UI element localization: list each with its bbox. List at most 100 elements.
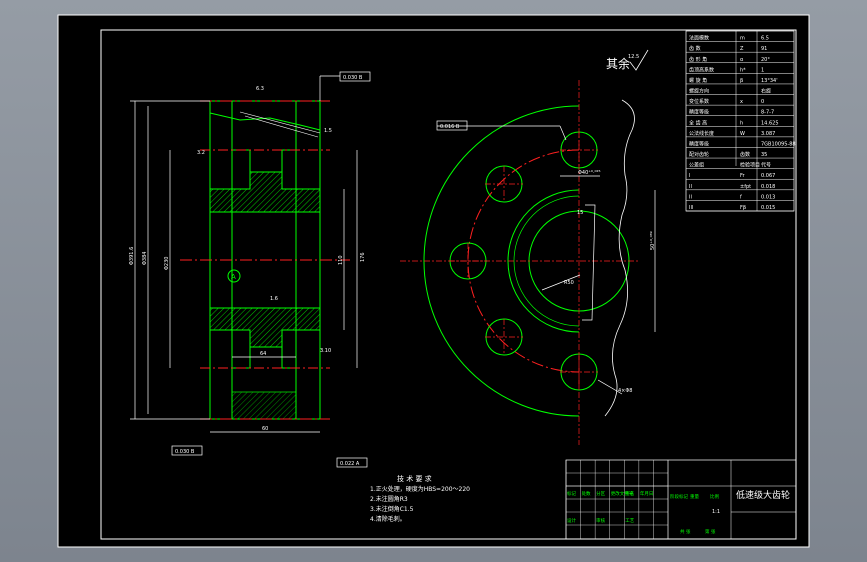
svg-text:0.030 B: 0.030 B: [343, 75, 363, 81]
keyway-dim: 15: [577, 210, 583, 216]
title-cell-6: 设计: [567, 517, 576, 524]
gear-param-3-col-0: 齿顶高系数: [689, 66, 714, 73]
mesh-0-col-2: 35: [761, 152, 767, 158]
title-cell-5: 年月日: [640, 490, 654, 497]
tolerance-3-col-2: 0.015: [761, 205, 775, 211]
dim-hub-len: 64: [260, 351, 266, 357]
tol-frame-pos: 0.016 B: [436, 120, 468, 131]
sheet-border: [57, 14, 810, 548]
surface-finish-value: 12.5: [628, 54, 639, 60]
tol-frame-bot: 0.030 B: [171, 445, 203, 456]
gear-param-6-col-2: 0: [761, 99, 764, 105]
title-cell-12: 共 张: [680, 528, 691, 535]
gear-param-10-col-0: 精度等级: [689, 140, 709, 147]
gear-param-10-col-2: 7GB10095-88: [761, 141, 796, 147]
gear-param-5-col-0: 螺旋方向: [689, 88, 709, 95]
gear-param-6-col-0: 变位系数: [689, 98, 709, 105]
pitch-arc: [467, 149, 580, 373]
gear-param-2-col-2: 20°: [761, 57, 770, 63]
roughness-top: 6.3: [256, 86, 264, 92]
gear-param-9-col-1: W: [740, 131, 745, 137]
gear-param-8-col-0: 全 齿 高: [689, 119, 707, 126]
hole-dia-dim: Φ40⁺⁰·⁰²⁵: [578, 170, 601, 176]
chamfer-note: 1.5: [324, 128, 332, 134]
gear-param-5-col-2: 右旋: [761, 88, 771, 95]
gear-param-3-col-2: 1: [761, 67, 764, 73]
dim-hub-outer: 176: [360, 252, 366, 262]
datum-a-symbol: [227, 269, 241, 283]
gear-param-4-col-2: 13°34': [761, 78, 778, 84]
gear-param-3-col-1: h*: [740, 67, 746, 73]
gear-param-0-col-1: m: [740, 36, 745, 42]
gear-param-4-col-0: 螺 旋 角: [689, 77, 707, 84]
title-cell-8: 工艺: [625, 518, 634, 524]
title-cell-2: 分区: [596, 490, 605, 497]
scale-value: 1:1: [712, 509, 720, 515]
gear-param-9-col-2: 3.087: [761, 131, 775, 137]
mesh-0-col-0: 配对齿轮: [689, 151, 709, 158]
gear-param-1-col-0: 齿 数: [689, 45, 701, 52]
tolerance-1-col-2: 0.018: [761, 184, 775, 190]
tolerance-0-col-2: 0.067: [761, 173, 775, 179]
title-cell-0: 标记: [567, 490, 576, 497]
break-line: [604, 99, 635, 417]
tolerance-3-col-1: Fβ: [740, 205, 746, 211]
mesh-1-col-1: 检验项目: [740, 162, 760, 169]
gear-param-2-col-0: 齿 形 角: [689, 56, 707, 63]
title-cell-13: 第 张: [705, 528, 716, 535]
title-block: 低速级大齿轮 1:1 标记处数分区更改文件号签名年月日设计审核工艺阶段标记重量比…: [565, 459, 797, 540]
tolerance-0-col-0: I: [689, 173, 690, 179]
tech-req-3: 3.未注倒角C1.5: [370, 505, 414, 513]
tol-frame-flat: 0.022 A: [336, 457, 368, 468]
dim-width: 60: [262, 426, 268, 432]
section-view: Φ391.6 Φ384 Φ230 110 176 60 64 6.3 3.2 1…: [129, 71, 371, 468]
hatch-hub-bot: [231, 391, 297, 420]
gear-param-2-col-1: α: [740, 57, 744, 63]
roughness-bore: 1.6: [270, 296, 278, 302]
tech-req-1: 1.正火处理，硬度为HBS=200～220: [370, 485, 470, 493]
gear-param-4-col-1: β: [740, 78, 743, 84]
gear-param-6-col-1: x: [740, 99, 743, 105]
tech-req-2: 2.未注圆角R3: [370, 495, 408, 503]
mesh-0-col-1: 齿数: [740, 151, 750, 158]
title-cell-3: 更改文件号: [611, 490, 634, 497]
tolerance-2-col-2: 0.013: [761, 194, 775, 200]
gear-param-7-col-2: 8-7-7: [761, 110, 774, 116]
tolerance-1-col-1: ±fpt: [740, 184, 751, 190]
mesh-1-col-2: 代号: [761, 162, 771, 169]
tolerance-3-col-0: III: [689, 205, 693, 211]
tolerance-2-col-1: f: [740, 194, 742, 200]
surface-finish-note: 其余: [606, 56, 630, 71]
title-cell-1: 处数: [582, 490, 591, 497]
keyway: [582, 204, 596, 321]
gear-param-0-col-2: 6.5: [761, 36, 769, 42]
tech-requirements: 技 术 要 求 1.正火处理，硬度为HBS=200～220 2.未注圆角R3 3…: [370, 474, 470, 523]
gear-param-1-col-2: 91: [761, 46, 767, 52]
gear-param-8-col-2: 14.625: [761, 120, 779, 126]
tech-req-title: 技 术 要 求: [397, 474, 432, 483]
datum-a-label: A: [231, 273, 236, 281]
svg-text:0.030 B: 0.030 B: [175, 449, 195, 455]
tol-frame-top: 0.030 B: [339, 71, 371, 82]
tolerance-0-col-1: Fr: [740, 173, 746, 179]
mesh-1-col-0: 公差组: [689, 162, 704, 169]
hatch-rim-top: [209, 171, 321, 213]
dim-web-dia: Φ230: [164, 257, 170, 270]
dim-root-dia: Φ384: [142, 252, 148, 265]
title-cell-7: 审核: [596, 517, 605, 524]
roughness-web: 3.2: [197, 150, 205, 156]
fillet-note: 3.10: [320, 348, 331, 354]
dim-hub-dia: 110: [338, 255, 344, 265]
part-name: 低速级大齿轮: [736, 489, 790, 501]
tolerance-1-col-0: II: [689, 184, 692, 190]
title-cell-10: 重量: [690, 493, 699, 500]
gear-param-1-col-1: Z: [740, 46, 744, 52]
hole-pattern-dim: 4×Φ8: [618, 388, 633, 394]
drawing-frame: [100, 29, 797, 540]
title-cell-11: 比例: [710, 493, 719, 500]
face-view: Φ40⁺⁰·⁰²⁵ 50⁺⁰·⁰³⁹ R50 4×Φ8 15 0.016 B 其…: [400, 49, 656, 445]
title-cell-9: 阶段标记: [670, 493, 688, 500]
